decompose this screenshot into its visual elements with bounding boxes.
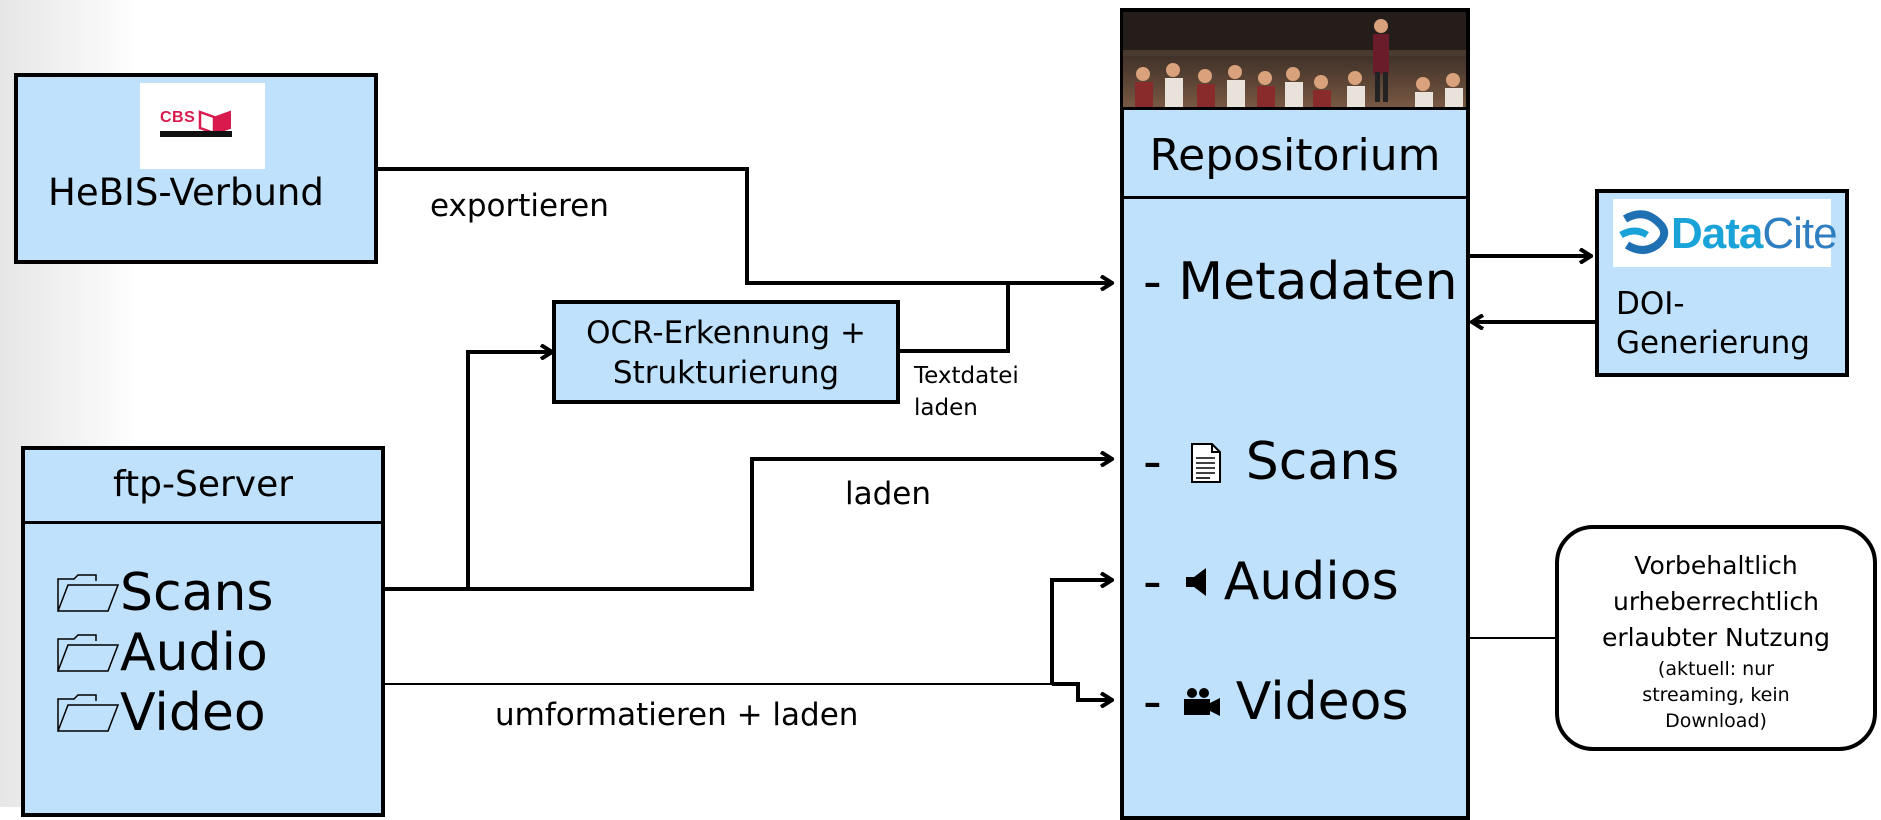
datacite-logo: DataCite (1613, 199, 1838, 267)
label-textdatei: Textdatei laden (914, 360, 1019, 424)
document-icon (1190, 443, 1221, 483)
note-line1: Vorbehaltlich (1634, 551, 1798, 580)
label-umformatieren: umformatieren + laden (495, 697, 859, 733)
edge-ftp-ocr (466, 352, 552, 589)
orchestra-image (1123, 12, 1466, 109)
folder-icon (56, 694, 120, 732)
speaker-icon (1185, 568, 1206, 596)
ocr-box (552, 300, 900, 404)
label-textdatei-line1: Textdatei (914, 363, 1019, 389)
repo-item-dash: - (1143, 672, 1162, 732)
ocr-label: OCR-Erkennung + Strukturierung (552, 313, 900, 393)
repo-item-dash: - (1143, 432, 1162, 492)
edge-audios (1050, 580, 1112, 684)
folder-label: Video (120, 683, 266, 743)
label-textdatei-line2: laden (914, 395, 978, 421)
repo-item-scans-label: Scans (1245, 432, 1400, 492)
usage-note-text: Vorbehaltlich urheberrechtlich erlaubter… (1555, 548, 1877, 734)
edge-textdatei (898, 283, 1010, 353)
ocr-label-line1: OCR-Erkennung + (586, 315, 866, 351)
label-exportieren: exportieren (430, 188, 609, 224)
datacite-label-line2: Generierung (1616, 325, 1810, 361)
datacite-logo-text: DataCite (1671, 209, 1838, 259)
ftp-folder-list: Scans Audio Video (56, 563, 274, 743)
folder-label: Audio (120, 623, 268, 683)
repo-item-audios: - Audios (1143, 552, 1399, 612)
ocr-label-line2: Strukturierung (612, 355, 840, 391)
orchestra-photo (1123, 12, 1466, 109)
repo-item-dash: - (1143, 552, 1162, 612)
ftp-title: ftp-Server (112, 464, 294, 505)
edge-exportieren (378, 167, 1112, 283)
ftp-divider (23, 521, 383, 524)
datacite-logo-data: Data (1671, 209, 1763, 258)
note-line4: (aktuell: nur (1657, 658, 1775, 680)
folder-item-scans: Scans (56, 563, 274, 623)
repo-item-metadaten: - Metadaten (1143, 252, 1458, 312)
note-line6: Download) (1665, 710, 1767, 732)
edge-videos (1052, 682, 1112, 700)
repo-title: Repositorium (1149, 130, 1441, 181)
hebis-label: HeBIS-Verbund (48, 171, 324, 214)
datacite-logo-cite: Cite (1762, 209, 1837, 258)
label-laden: laden (845, 476, 932, 512)
ftp-server-box (21, 446, 385, 817)
note-line3: erlaubter Nutzung (1601, 623, 1831, 652)
video-camera-icon (1183, 688, 1220, 716)
datacite-mark-icon (1619, 210, 1669, 254)
cbs-logo-text: CBS (160, 109, 196, 126)
folder-icon (56, 634, 120, 672)
folder-label: Scans (120, 563, 274, 623)
repo-divider (1122, 196, 1468, 199)
repo-item-videos: - Videos (1143, 672, 1409, 732)
folder-icon (56, 574, 120, 612)
usage-note-box (1555, 525, 1877, 751)
repo-item-audios-label: Audios (1223, 552, 1399, 612)
folder-item-video: Video (56, 683, 274, 743)
repo-divider-top (1122, 107, 1468, 110)
edge-laden (385, 459, 1112, 591)
note-line2: urheberrechtlich (1613, 587, 1819, 616)
repository-box (1120, 8, 1470, 820)
datacite-label: DOI- Generierung (1616, 285, 1810, 363)
folder-item-audio: Audio (56, 623, 274, 683)
repo-item-scans: - Scans (1143, 432, 1399, 492)
cbs-logo-bar (160, 131, 232, 137)
cbs-logo: CBS (140, 83, 265, 169)
datacite-label-line1: DOI- (1616, 286, 1685, 322)
repo-item-videos-label: Videos (1235, 672, 1409, 732)
note-line5: streaming, kein (1642, 684, 1790, 706)
